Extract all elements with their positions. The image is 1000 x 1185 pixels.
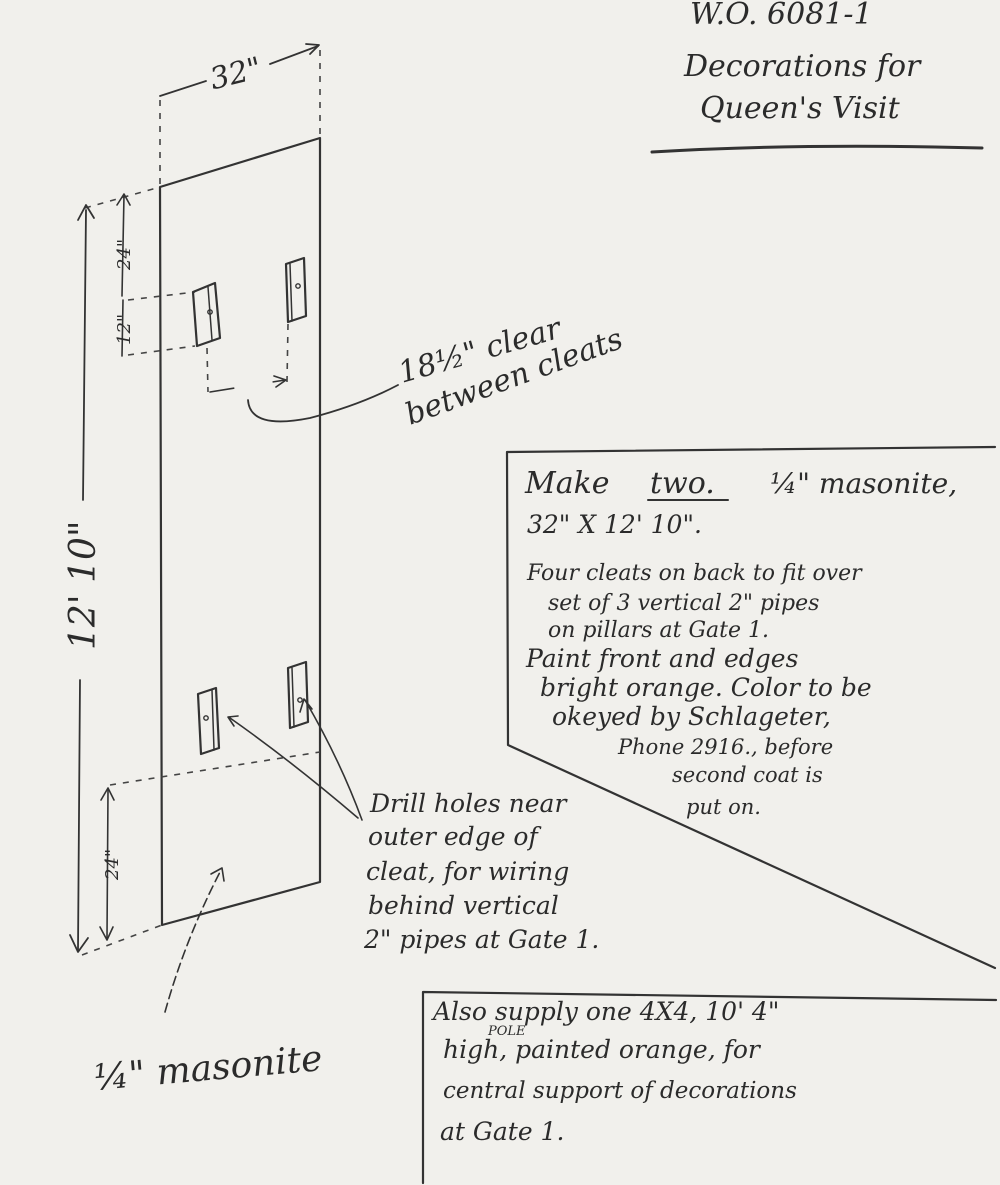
- bottom-extension-line: [81, 924, 163, 956]
- spec-line10: second coat is: [672, 763, 823, 787]
- supply-line2: high, painted orange, for: [443, 1035, 762, 1064]
- material-label: ¼" masonite: [92, 1038, 324, 1099]
- spec-line2: 32" X 12' 10".: [527, 510, 702, 539]
- spec-note: Make two. ¼" masonite, 32" X 12' 10". Fo…: [505, 445, 997, 970]
- cleats: [191, 256, 310, 756]
- drill-leader-left-arrow: [227, 715, 239, 727]
- width-dimension-line: [159, 45, 319, 97]
- cleat-top-extension: [127, 291, 196, 301]
- title-line-2: Queen's Visit: [700, 91, 901, 126]
- drill-callout: Drill holes near outer edge of cleat, fo…: [227, 698, 599, 954]
- material-leader-arrow: [210, 867, 225, 882]
- clearance-dimension: 18½" clear between cleats: [206, 311, 628, 433]
- spec-line11: put on.: [686, 795, 761, 819]
- drill-leader-left: [229, 717, 359, 819]
- drill-hole-lower-right: [297, 697, 303, 703]
- bottom-offset-label: 24": [102, 849, 123, 881]
- width-dimension: 32": [159, 43, 321, 185]
- cleat-upper-left-body: [191, 281, 222, 348]
- cleat-upper-right-body: [284, 256, 308, 324]
- height-dimension: 12' 10": [63, 186, 163, 956]
- drill-note-line5: 2" pipes at Gate 1.: [363, 925, 599, 954]
- top-offset-label: 24": [114, 239, 135, 271]
- cleat-upper-left: [191, 281, 222, 348]
- cleat-bottom-extension: [127, 345, 196, 356]
- drill-hole-upper-right: [295, 283, 301, 289]
- work-order-number: W.O. 6081-1: [690, 0, 873, 32]
- height-dimension-line-upper: [82, 209, 87, 501]
- spec-line5: on pillars at Gate 1.: [548, 618, 769, 643]
- height-label: 12' 10": [63, 520, 104, 650]
- header-block: W.O. 6081-1 Decorations for Queen's Visi…: [650, 0, 984, 154]
- supply-note: Also supply one 4X4, 10' 4" POLE high, p…: [421, 990, 998, 1185]
- cleat-height-label: 12": [114, 314, 135, 345]
- drill-leader-right: [304, 699, 363, 821]
- cleat-lower-left: [196, 686, 221, 756]
- spec-line1-suffix: ¼" masonite,: [770, 467, 957, 500]
- drill-note-line4: behind vertical: [368, 891, 559, 920]
- top-offset-line: [121, 194, 125, 297]
- width-arrowhead: [305, 43, 320, 55]
- top-offset-dimension: 24": [114, 193, 135, 297]
- height-dimension-line-lower: [77, 679, 81, 951]
- spec-note-border: [505, 445, 997, 970]
- masonite-panel: [158, 136, 322, 927]
- supply-line4: at Gate 1.: [440, 1117, 564, 1146]
- bottom-offset-arrow-bottom: [99, 926, 114, 941]
- clearance-arrowhead: [273, 375, 287, 388]
- cleat-lower-right-face: [291, 667, 295, 728]
- cleat-lower-right: [286, 660, 310, 730]
- drill-note-line3: cleat, for wiring: [366, 857, 569, 886]
- cleat-upper-left-face: [207, 286, 213, 341]
- clearance-extension-right: [286, 323, 289, 383]
- drill-note-line2: outer edge of: [368, 822, 541, 851]
- cleat-lower-left-face: [211, 689, 215, 751]
- supply-insert: POLE: [487, 1024, 526, 1039]
- clearance-line: [209, 379, 286, 393]
- cleat-height-dimension: 12": [114, 291, 196, 357]
- cleat-lower-left-body: [196, 686, 221, 756]
- bottom-offset-dimension: 24": [99, 751, 321, 941]
- spec-line1-prefix: Make: [524, 466, 610, 501]
- panel-outline: [158, 136, 322, 927]
- bottom-offset-extension: [109, 751, 321, 786]
- supply-note-border: [421, 990, 998, 1185]
- height-arrowhead-bottom: [69, 934, 89, 953]
- spec-line7: bright orange. Color to be: [540, 673, 872, 702]
- supply-line1: Also supply one 4X4, 10' 4": [431, 997, 779, 1026]
- drill-note-line1: Drill holes near: [369, 789, 568, 818]
- cleat-upper-right: [284, 256, 308, 324]
- supply-line3: central support of decorations: [443, 1078, 797, 1104]
- width-label: 32": [206, 51, 265, 98]
- clearance-extension-left: [206, 347, 209, 393]
- material-callout: ¼" masonite: [92, 867, 324, 1099]
- drill-hole-upper-left: [207, 309, 213, 315]
- spec-line1-emphasis: two.: [650, 466, 715, 501]
- spec-line8: okeyed by Schlageter,: [552, 702, 831, 731]
- spec-line3: Four cleats on back to fit over: [526, 561, 863, 586]
- cleat-upper-right-face: [289, 263, 293, 322]
- cleat-height-line: [121, 299, 124, 357]
- top-offset-arrow: [116, 193, 131, 206]
- clearance-leader: [247, 384, 399, 423]
- title-line-1: Decorations for: [683, 49, 922, 84]
- spec-line6: Paint front and edges: [525, 644, 798, 673]
- material-leader: [164, 871, 221, 1013]
- title-underline: [650, 144, 984, 154]
- bottom-offset-arrow-top: [100, 787, 115, 801]
- cleat-lower-right-body: [286, 660, 310, 730]
- bottom-offset-line: [106, 789, 109, 939]
- drill-hole-lower-left: [203, 715, 209, 721]
- drill-leader-right-arrow: [299, 698, 313, 713]
- spec-line4: set of 3 vertical 2" pipes: [548, 591, 819, 616]
- spec-line9: Phone 2916., before: [617, 735, 833, 759]
- height-arrowhead-top: [77, 204, 95, 221]
